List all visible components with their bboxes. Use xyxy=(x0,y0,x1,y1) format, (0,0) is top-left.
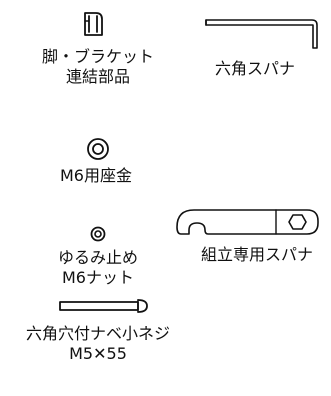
bracket-connector-label-line-1: 脚・ブラケット xyxy=(41,47,154,66)
bracket-connector-label-line-2: 連結部品 xyxy=(65,67,130,86)
hex-socket-screw-label-line-1: 六角穴付ナベ小ネジ xyxy=(25,324,170,343)
hex-key-label: 六角スパナ xyxy=(214,59,295,78)
anti-loosening-nut-label-line-2: M6ナット xyxy=(62,268,134,287)
open-end-wrench-icon xyxy=(176,209,319,235)
hex-key-icon xyxy=(205,19,318,49)
hex-socket-screw-icon xyxy=(59,299,148,313)
anti-loosening-nut-label-line-1: ゆるみ止め xyxy=(57,248,138,267)
washer-icon xyxy=(87,138,109,160)
bracket-connector-icon xyxy=(84,12,103,36)
hex-socket-screw-label-line-2: M5✕55 xyxy=(69,344,127,363)
open-end-wrench-label: 組立専用スパナ xyxy=(200,245,313,264)
washer-label: M6用座金 xyxy=(60,166,132,185)
anti-loosening-nut-icon xyxy=(90,226,106,242)
